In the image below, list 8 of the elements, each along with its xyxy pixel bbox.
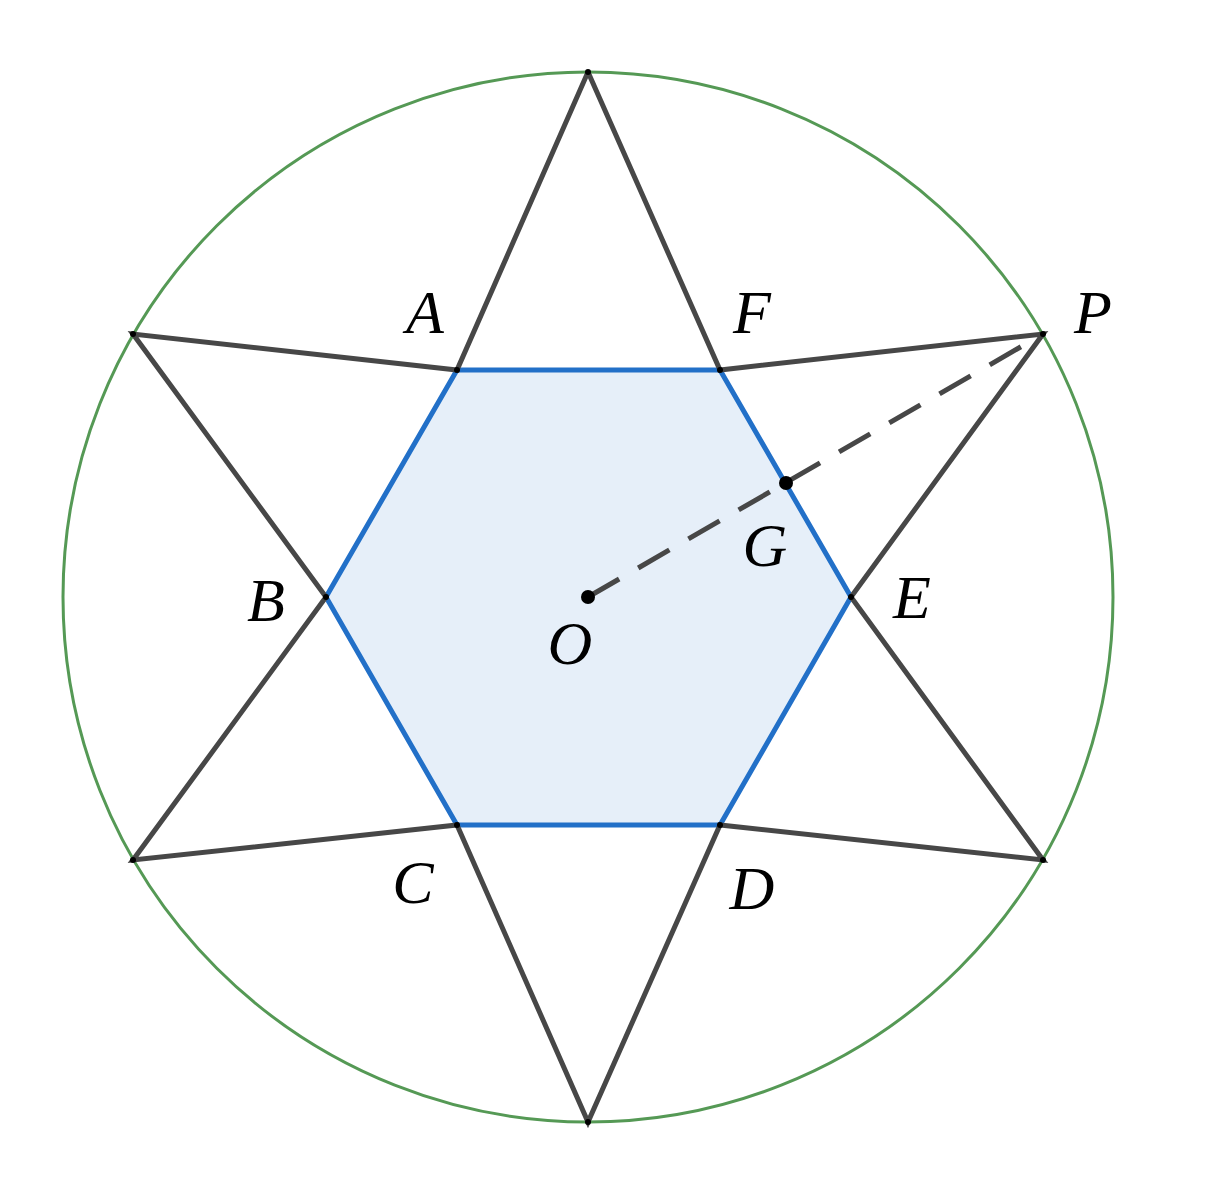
point-label: B (247, 569, 285, 631)
point-label: F (733, 281, 771, 343)
point-label: C (392, 851, 434, 913)
point-label: D (729, 857, 775, 919)
point-label: G (742, 514, 788, 576)
point-label: O (547, 612, 593, 674)
point-label: P (1074, 281, 1112, 343)
point-label: E (893, 566, 931, 628)
